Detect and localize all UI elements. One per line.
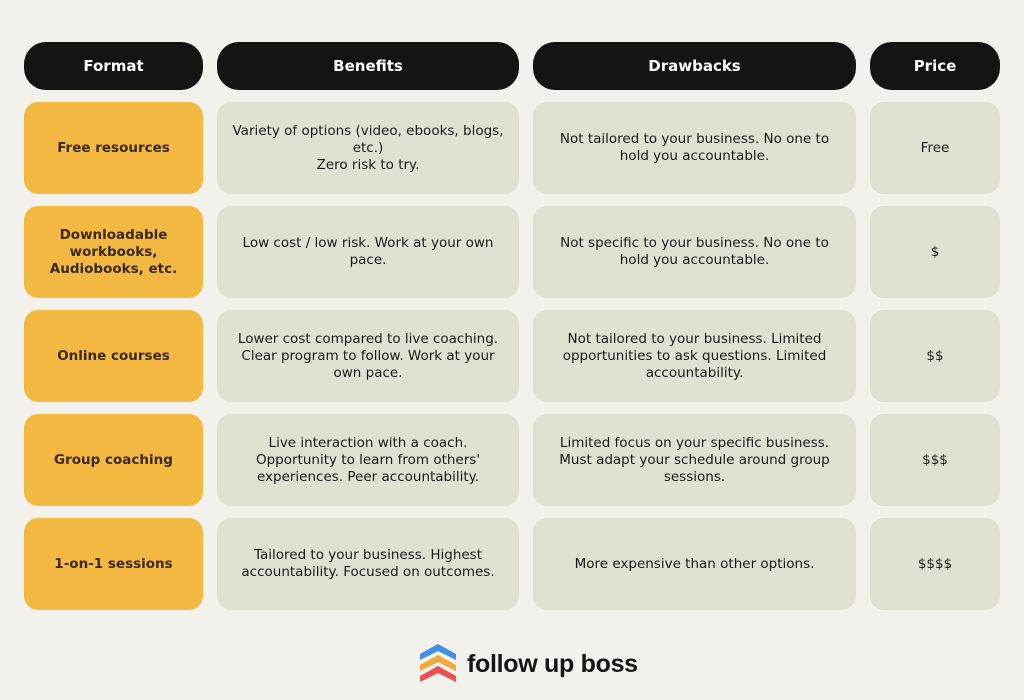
table-row: Downloadable workbooks, Audiobooks, etc.… <box>24 206 1000 298</box>
drawbacks-cell: More expensive than other options. <box>533 518 856 610</box>
price-cell: $$$$ <box>870 518 1000 610</box>
format-cell: Online courses <box>24 310 203 402</box>
format-cell: Group coaching <box>24 414 203 506</box>
format-cell: 1-on-1 sessions <box>24 518 203 610</box>
benefits-cell: Lower cost compared to live coaching. Cl… <box>217 310 519 402</box>
price-cell: $$$ <box>870 414 1000 506</box>
price-cell: Free <box>870 102 1000 194</box>
table-row: 1-on-1 sessions Tailored to your busines… <box>24 518 1000 610</box>
benefits-cell: Tailored to your business. Highest accou… <box>217 518 519 610</box>
drawbacks-cell: Not tailored to your business. No one to… <box>533 102 856 194</box>
price-cell: $ <box>870 206 1000 298</box>
table-row: Free resources Variety of options (video… <box>24 102 1000 194</box>
drawbacks-cell: Not specific to your business. No one to… <box>533 206 856 298</box>
benefits-cell: Variety of options (video, ebooks, blogs… <box>217 102 519 194</box>
brand-name: follow up boss <box>467 649 638 678</box>
header-price: Price <box>870 42 1000 90</box>
table-row: Group coaching Live interaction with a c… <box>24 414 1000 506</box>
price-cell: $$ <box>870 310 1000 402</box>
table-row: Online courses Lower cost compared to li… <box>24 310 1000 402</box>
header-benefits: Benefits <box>217 42 519 90</box>
header-format: Format <box>24 42 203 90</box>
brand-logo: follow up boss <box>417 641 638 687</box>
stacked-chevrons-logo-icon <box>417 641 459 687</box>
drawbacks-cell: Limited focus on your specific business.… <box>533 414 856 506</box>
benefits-cell: Live interaction with a coach. Opportuni… <box>217 414 519 506</box>
benefits-cell: Low cost / low risk. Work at your own pa… <box>217 206 519 298</box>
comparison-table: Format Benefits Drawbacks Price Free res… <box>24 42 1000 622</box>
drawbacks-cell: Not tailored to your business. Limited o… <box>533 310 856 402</box>
format-cell: Downloadable workbooks, Audiobooks, etc. <box>24 206 203 298</box>
header-drawbacks: Drawbacks <box>533 42 856 90</box>
table-header: Format Benefits Drawbacks Price <box>24 42 1000 90</box>
format-cell: Free resources <box>24 102 203 194</box>
